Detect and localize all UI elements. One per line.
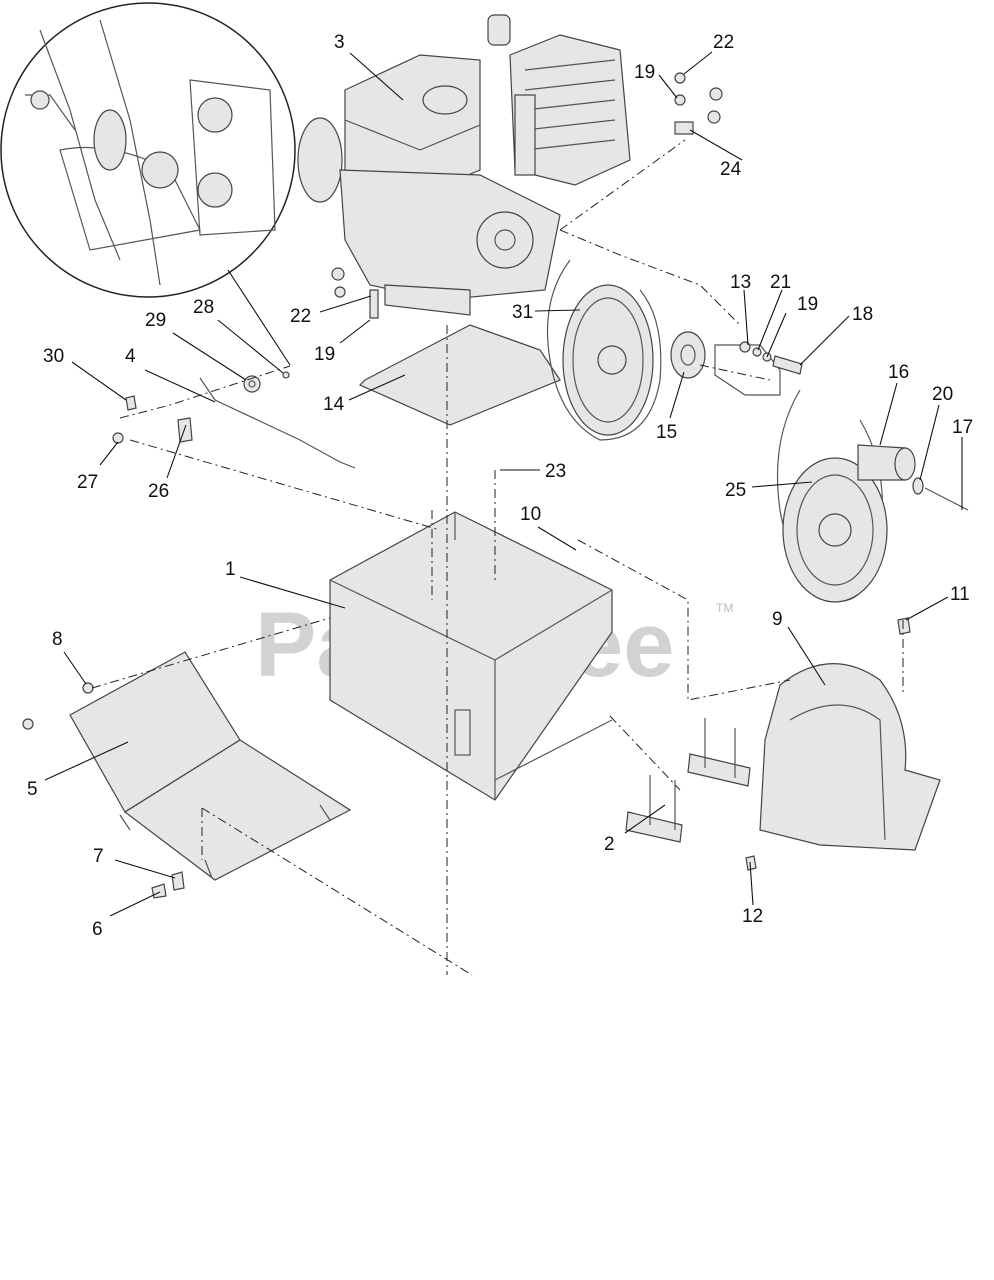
hardware-top-right (674, 72, 723, 135)
screw-12 (745, 855, 757, 871)
throttle-cable-assembly (112, 371, 356, 469)
callout-22-engine: 22 (290, 306, 311, 327)
auger-pulley-assembly (776, 389, 969, 603)
engine-mount-plate (358, 324, 561, 426)
callout-2: 2 (604, 834, 615, 855)
callout-3: 3 (334, 32, 345, 53)
detail-inset (0, 2, 296, 298)
frame (329, 511, 613, 801)
callout-19-bracket: 19 (797, 294, 818, 315)
callout-9: 9 (772, 609, 783, 630)
callout-1: 1 (225, 559, 236, 580)
callout-26: 26 (148, 481, 169, 502)
callout-24: 24 (720, 159, 742, 180)
mounting-brackets (625, 718, 751, 843)
callout-20: 20 (932, 384, 953, 405)
callout-18: 18 (852, 304, 873, 325)
belt-cover (759, 663, 941, 851)
engine (297, 14, 631, 316)
callout-6: 6 (92, 919, 103, 940)
loose-nut (22, 718, 34, 730)
alignment-lines (91, 139, 904, 976)
callout-27: 27 (77, 472, 98, 493)
callout-21: 21 (770, 272, 791, 293)
bottom-cover (69, 651, 352, 881)
callout-15: 15 (656, 422, 677, 443)
callout-12: 12 (742, 906, 763, 927)
watermark-trademark: TM (716, 601, 733, 615)
callout-30: 30 (43, 346, 64, 367)
callout-29: 29 (145, 310, 166, 331)
callout-14: 14 (323, 394, 345, 415)
hardware-engine-base (331, 267, 379, 319)
callout-10: 10 (520, 504, 541, 525)
callout-11: 11 (950, 584, 970, 605)
callout-25: 25 (725, 480, 746, 501)
callout-28: 28 (193, 297, 214, 318)
leader-lines (44, 51, 963, 917)
screw-6 (151, 883, 167, 899)
callout-23: 23 (545, 461, 566, 482)
callout-16: 16 (888, 362, 909, 383)
callout-7: 7 (93, 846, 104, 867)
callout-5: 5 (27, 779, 38, 800)
callout-17: 17 (952, 417, 973, 438)
callouts: 1 2 3 4 5 6 7 8 9 10 11 12 13 14 15 16 1… (27, 32, 973, 940)
callout-22-top: 22 (713, 32, 734, 53)
spacer (670, 331, 706, 379)
callout-13: 13 (730, 272, 751, 293)
screw-8 (82, 682, 94, 694)
drive-pulley (546, 259, 662, 441)
callout-4: 4 (125, 346, 136, 367)
callout-8: 8 (52, 629, 63, 650)
callout-31: 31 (512, 302, 533, 323)
screw-11 (897, 617, 911, 635)
clip-7 (171, 871, 185, 891)
callout-19-engine: 19 (314, 344, 335, 365)
callout-19-top: 19 (634, 62, 655, 83)
